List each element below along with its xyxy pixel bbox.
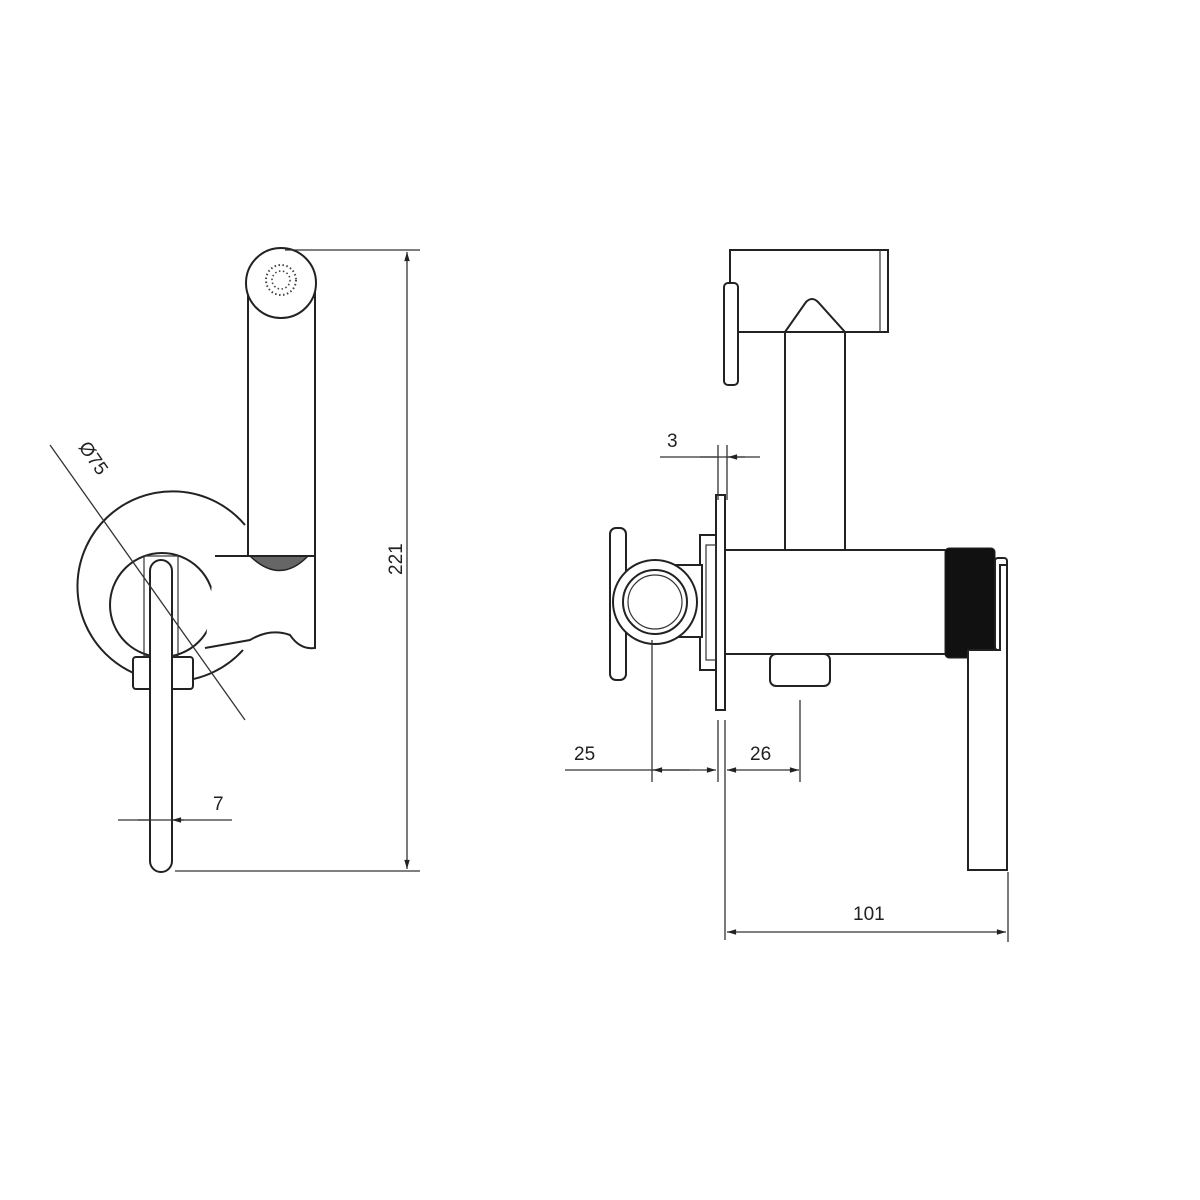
diameter-line <box>49 444 246 721</box>
elbow-offset-label: 25 <box>574 744 595 765</box>
handshower-face <box>245 247 317 319</box>
plate-thickness-label: 3 <box>667 431 678 452</box>
depth-label: 101 <box>853 904 885 925</box>
handshower-head <box>729 249 889 333</box>
elbow-bore <box>627 574 683 630</box>
lever <box>149 559 173 873</box>
handshower-holder <box>204 555 316 650</box>
lever <box>967 564 1008 871</box>
valve-body <box>724 549 948 655</box>
height-label: 221 <box>386 543 407 575</box>
outlet-nozzle <box>769 653 831 687</box>
wall-plate <box>715 494 726 711</box>
handshower-body <box>247 282 316 557</box>
knurled-ring <box>944 547 996 659</box>
lever-width-label: 7 <box>213 794 224 815</box>
front-view: Ø75 221 7 <box>49 247 420 873</box>
spray-holes <box>265 264 297 296</box>
diameter-label: Ø75 <box>74 438 112 479</box>
neck <box>784 331 846 551</box>
elbow-outer <box>612 559 698 645</box>
elbow-inner <box>622 569 688 635</box>
flange-inner <box>705 544 717 661</box>
handshower-face <box>723 282 739 386</box>
outlet-offset-label: 26 <box>750 744 771 765</box>
spray-holes-inner <box>271 270 291 290</box>
side-view: 3 25 26 101 <box>565 249 1009 942</box>
